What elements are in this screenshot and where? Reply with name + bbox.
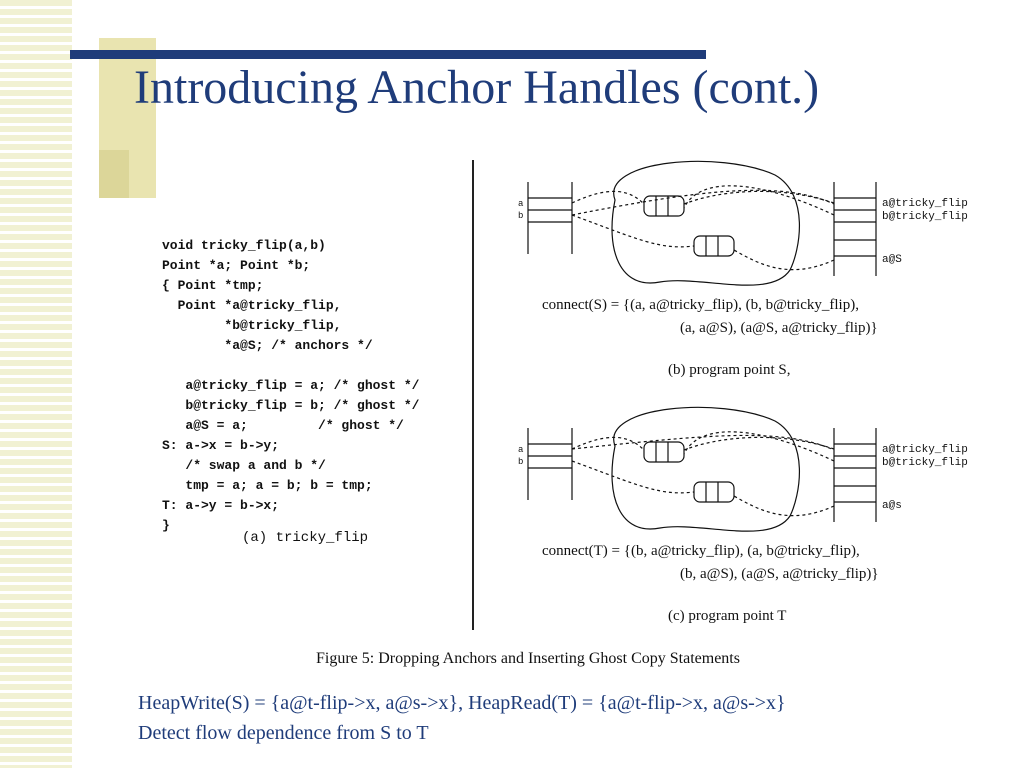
code-line: a@S = a; /* ghost */ [185, 418, 404, 433]
diagram-t-left-label-b: b [518, 457, 524, 467]
code-line: } [162, 518, 170, 533]
body-line-1: HeapWrite(S) = {a@t-flip->x, a@s->x}, He… [138, 692, 786, 714]
figure-caption: Figure 5: Dropping Anchors and Inserting… [316, 650, 740, 667]
diagram-t-caption: (c) program point T [668, 608, 787, 624]
code-line: { Point *tmp; [162, 278, 264, 293]
diagram-t-connect-line-2: (b, a@S), (a@S, a@tricky_flip)} [680, 566, 879, 582]
code-line: S: a->x = b->y; [162, 438, 280, 453]
diagram-s-connect-line-1: connect(S) = {(a, a@tricky_flip), (b, b@… [542, 297, 859, 313]
diagram-s-graphic [527, 160, 877, 286]
code-line: tmp = a; a = b; b = tmp; [185, 478, 373, 493]
diagram-s-right-label-2: b@tricky_flip [882, 211, 968, 223]
code-line: Point *a@tricky_flip, [177, 298, 342, 313]
diagram-s-right-label-1: a@tricky_flip [882, 198, 968, 210]
diagram-s-caption: (b) program point S, [668, 362, 791, 378]
diagram-s-right-label-3: a@S [882, 254, 902, 266]
slide-title: Introducing Anchor Handles (cont.) [134, 61, 820, 114]
code-line: T: a->y = b->x; [162, 498, 280, 513]
body-line-2: Detect flow dependence from S to T [138, 722, 429, 744]
code-line: Point *a; Point *b; [162, 258, 311, 273]
diagram-s-left-label-b: b [518, 211, 524, 221]
code-listing: void tricky_flip(a,b) Point *a; Point *b… [162, 236, 419, 536]
figure-divider [472, 160, 474, 630]
diagram-t-right-label-2: b@tricky_flip [882, 457, 968, 469]
code-line: a@tricky_flip = a; /* ghost */ [185, 378, 420, 393]
decorative-block-accent [99, 150, 129, 198]
code-caption: (a) tricky_flip [242, 530, 369, 546]
code-line: b@tricky_flip = b; /* ghost */ [185, 398, 420, 413]
title-bar [70, 50, 706, 59]
code-line: *b@tricky_flip, [224, 318, 342, 333]
diagram-s-connect-line-2: (a, a@S), (a@S, a@tricky_flip)} [680, 320, 878, 336]
decorative-stripes [0, 0, 72, 768]
diagram-t-graphic [527, 406, 877, 532]
diagram-t-right-label-3: a@s [882, 500, 902, 512]
code-line: *a@S; /* anchors */ [224, 338, 373, 353]
diagram-t-right-label-1: a@tricky_flip [882, 444, 968, 456]
code-line: void tricky_flip(a,b) [162, 238, 326, 253]
diagram-t-left-label-a: a [518, 445, 524, 455]
code-line: /* swap a and b */ [185, 458, 326, 473]
diagram-s-left-label-a: a [518, 199, 524, 209]
diagram-t-connect-line-1: connect(T) = {(b, a@tricky_flip), (a, b@… [542, 543, 860, 559]
